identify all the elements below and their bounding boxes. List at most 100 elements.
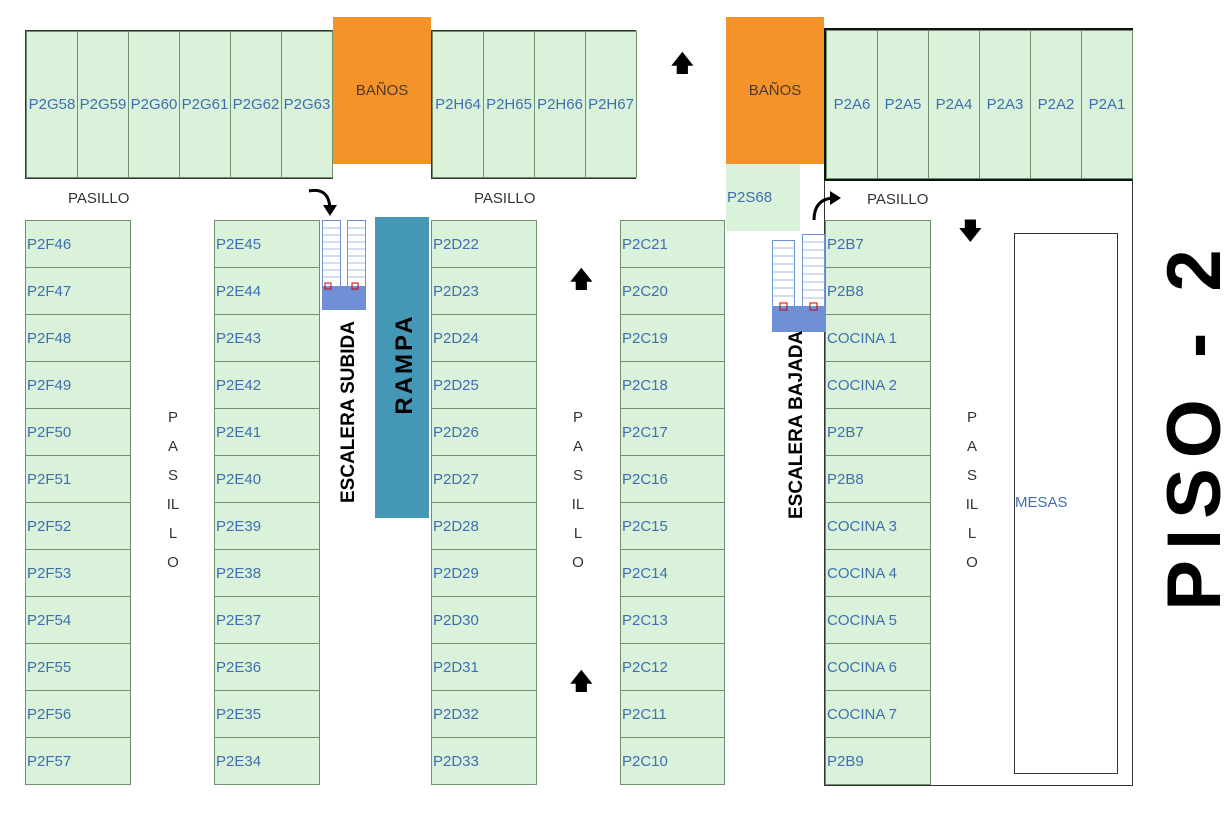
- stall-P2D24: P2D24: [431, 314, 537, 362]
- stall-P2B8: P2B8: [825, 455, 931, 503]
- stall-P2E37: P2E37: [214, 596, 320, 644]
- stall-P2C18: P2C18: [620, 361, 725, 409]
- stall-P2E36: P2E36: [214, 643, 320, 691]
- stall-P2C16: P2C16: [620, 455, 725, 503]
- stall-P2B7: P2B7: [825, 220, 931, 268]
- stall-P2A4: P2A4: [928, 30, 980, 179]
- escalera-bajada-label: ESCALERA BAJADA: [786, 330, 807, 519]
- stall-P2E41: P2E41: [214, 408, 320, 456]
- stall-P2C14: P2C14: [620, 549, 725, 597]
- stall-COCINA-3: COCINA 3: [825, 502, 931, 550]
- stall-P2C11: P2C11: [620, 690, 725, 738]
- stall-P2D31: P2D31: [431, 643, 537, 691]
- pasillo-label-3: PASILLO: [867, 191, 929, 208]
- rampa-label: RAMPA: [391, 313, 418, 415]
- stall-P2E43: P2E43: [214, 314, 320, 362]
- stall-P2A5: P2A5: [877, 30, 929, 179]
- escalera-subida-label: ESCALERA SUBIDA: [338, 321, 359, 503]
- arrow-down-icon: 🡇: [958, 218, 983, 245]
- stall-P2C20: P2C20: [620, 267, 725, 315]
- stall-P2F46: P2F46: [25, 220, 131, 268]
- pasillo-label-1: PASILLO: [68, 190, 130, 207]
- stall-P2D26: P2D26: [431, 408, 537, 456]
- stall-P2A6: P2A6: [826, 30, 878, 179]
- stall-P2D25: P2D25: [431, 361, 537, 409]
- stall-P2F51: P2F51: [25, 455, 131, 503]
- stall-P2A1: P2A1: [1081, 30, 1133, 179]
- stall-P2S68: P2S68: [726, 164, 800, 231]
- stall-P2E40: P2E40: [214, 455, 320, 503]
- stall-P2E38: P2E38: [214, 549, 320, 597]
- stall-P2C21: P2C21: [620, 220, 725, 268]
- pasillo-vertical-2: PASILLO: [571, 409, 585, 571]
- stall-P2F49: P2F49: [25, 361, 131, 409]
- stall-P2C10: P2C10: [620, 737, 725, 785]
- stall-P2F48: P2F48: [25, 314, 131, 362]
- stall-P2G58: P2G58: [26, 31, 78, 178]
- stall-P2G59: P2G59: [77, 31, 129, 178]
- arrow-up-icon: 🡅: [670, 50, 695, 77]
- stall-P2B8: P2B8: [825, 267, 931, 315]
- stall-P2A3: P2A3: [979, 30, 1031, 179]
- stall-P2D33: P2D33: [431, 737, 537, 785]
- banos-right: BAÑOS: [726, 17, 824, 164]
- stall-P2H64: P2H64: [432, 31, 484, 178]
- stall-P2G63: P2G63: [281, 31, 333, 178]
- banos-left: BAÑOS: [333, 17, 431, 164]
- right-section-frame: [824, 180, 1133, 786]
- mesas-area: [1014, 233, 1118, 774]
- stall-P2D28: P2D28: [431, 502, 537, 550]
- stall-COCINA-2: COCINA 2: [825, 361, 931, 409]
- stall-COCINA-1: COCINA 1: [825, 314, 931, 362]
- stall-P2F47: P2F47: [25, 267, 131, 315]
- pasillo-label-2: PASILLO: [474, 190, 536, 207]
- arrow-up-icon-3: 🡅: [569, 668, 594, 695]
- stairs-up-icon: [322, 220, 366, 310]
- stall-P2D22: P2D22: [431, 220, 537, 268]
- curved-arrow-up-icon: [812, 191, 841, 221]
- stall-P2F57: P2F57: [25, 737, 131, 785]
- stall-P2H65: P2H65: [483, 31, 535, 178]
- stall-COCINA-7: COCINA 7: [825, 690, 931, 738]
- stall-P2C13: P2C13: [620, 596, 725, 644]
- stall-P2H67: P2H67: [585, 31, 637, 178]
- stall-P2G60: P2G60: [128, 31, 180, 178]
- arrow-up-icon-2: 🡅: [569, 266, 594, 293]
- stall-COCINA-4: COCINA 4: [825, 549, 931, 597]
- stall-COCINA-6: COCINA 6: [825, 643, 931, 691]
- stall-P2E45: P2E45: [214, 220, 320, 268]
- stall-P2H66: P2H66: [534, 31, 586, 178]
- stairs-down-icon: [772, 234, 826, 332]
- stall-P2E44: P2E44: [214, 267, 320, 315]
- curved-arrow-down-icon: [308, 188, 337, 216]
- stall-P2E39: P2E39: [214, 502, 320, 550]
- mesas-label: MESAS: [1015, 494, 1068, 511]
- stall-P2F55: P2F55: [25, 643, 131, 691]
- stall-P2D29: P2D29: [431, 549, 537, 597]
- stall-P2F50: P2F50: [25, 408, 131, 456]
- stall-P2B7: P2B7: [825, 408, 931, 456]
- stall-P2B9: P2B9: [825, 737, 931, 785]
- stall-P2F53: P2F53: [25, 549, 131, 597]
- floor-title: PISO - 2: [1152, 239, 1227, 611]
- stall-P2D27: P2D27: [431, 455, 537, 503]
- pasillo-vertical-1: PASILLO: [166, 409, 180, 571]
- stall-P2C19: P2C19: [620, 314, 725, 362]
- stall-P2E42: P2E42: [214, 361, 320, 409]
- stall-P2D30: P2D30: [431, 596, 537, 644]
- stall-P2F52: P2F52: [25, 502, 131, 550]
- stall-P2F54: P2F54: [25, 596, 131, 644]
- stall-P2C17: P2C17: [620, 408, 725, 456]
- stall-P2D23: P2D23: [431, 267, 537, 315]
- stall-P2F56: P2F56: [25, 690, 131, 738]
- rampa-block: [375, 217, 429, 518]
- stall-P2C12: P2C12: [620, 643, 725, 691]
- stall-P2E34: P2E34: [214, 737, 320, 785]
- stall-P2E35: P2E35: [214, 690, 320, 738]
- stall-P2C15: P2C15: [620, 502, 725, 550]
- stall-P2D32: P2D32: [431, 690, 537, 738]
- stall-COCINA-5: COCINA 5: [825, 596, 931, 644]
- stall-P2G61: P2G61: [179, 31, 231, 178]
- pasillo-vertical-3: PASILLO: [965, 409, 979, 571]
- stall-P2A2: P2A2: [1030, 30, 1082, 179]
